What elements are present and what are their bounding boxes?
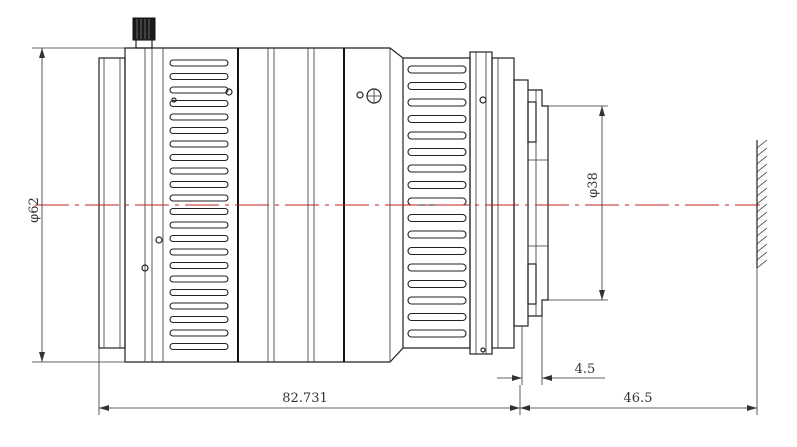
grip-slot: [169, 113, 229, 121]
hatch-line: [756, 163, 768, 173]
body-length-label: 82.731: [282, 391, 328, 406]
grip-slot: [169, 329, 229, 337]
hatch-line: [756, 259, 768, 269]
front-diameter-label: φ62: [27, 197, 42, 223]
iris-ring-grip-slots: [407, 65, 467, 338]
grip-slot: [169, 153, 229, 162]
grip-slot: [169, 126, 229, 135]
grip-slot: [169, 234, 229, 243]
grip-slot: [169, 288, 229, 297]
grip-slot: [407, 329, 467, 338]
grip-slot: [407, 230, 467, 239]
grip-slot: [407, 197, 467, 206]
grip-slot: [169, 140, 229, 148]
grip-slot: [169, 207, 229, 216]
grip-slot: [169, 221, 229, 229]
grip-slot: [169, 86, 229, 94]
hatch-line: [756, 155, 768, 165]
grip-slot: [407, 279, 467, 289]
grip-slot: [169, 315, 229, 324]
grip-slot: [407, 263, 467, 272]
grip-slot: [169, 275, 229, 283]
flange-depth-dimension: 4.5: [497, 316, 605, 385]
hatch-line: [756, 179, 768, 189]
grip-slot: [407, 98, 467, 107]
grip-slot: [407, 81, 467, 91]
grip-slot: [407, 131, 467, 140]
hatch-line: [756, 187, 768, 197]
flange-depth-label: 4.5: [575, 362, 596, 377]
grip-slot: [169, 342, 229, 351]
grip-slot: [407, 164, 467, 173]
grip-slot: [407, 213, 467, 223]
hatch-line: [756, 219, 768, 229]
locking-screw-icon: [132, 17, 156, 49]
grip-slot: [169, 248, 229, 256]
hatch-line: [756, 235, 768, 245]
grip-slot: [407, 147, 467, 157]
hatch-line: [756, 243, 768, 253]
length-dimensions: 82.731 46.5: [98, 268, 758, 415]
grip-slot: [169, 72, 229, 81]
c-mount: [513, 79, 549, 327]
front-diameter-dimension: φ62: [27, 47, 125, 363]
grip-slot: [407, 312, 467, 322]
hatch-line: [756, 251, 768, 261]
grip-slot: [407, 114, 467, 124]
hatch-line: [756, 195, 768, 205]
grip-slot: [169, 194, 229, 202]
mount-diameter-label: φ38: [586, 172, 601, 198]
grip-slot: [407, 296, 467, 305]
hatch-line: [756, 211, 768, 221]
grip-slot: [407, 65, 467, 74]
hatch-line: [756, 171, 768, 181]
grip-slot: [407, 246, 467, 256]
back-focal-label: 46.5: [624, 391, 653, 406]
hatch-line: [756, 147, 768, 157]
hatch-line: [756, 227, 768, 237]
front-filter-ring: [98, 57, 126, 349]
image-plane-hatch: [756, 139, 768, 269]
grip-slot: [169, 261, 229, 270]
mount-diameter-dimension: φ38: [548, 105, 608, 301]
grip-slot: [169, 59, 229, 67]
grip-slot: [169, 167, 229, 175]
grip-slot: [407, 180, 467, 190]
screw-hole-icon: [141, 88, 487, 353]
hatch-line: [756, 139, 768, 149]
hatch-line: [756, 203, 768, 213]
rear-barrel: [469, 51, 515, 355]
grip-slot: [169, 99, 229, 108]
grip-slot: [169, 180, 229, 189]
grip-slot: [169, 302, 229, 310]
focus-ring-grip-slots: [169, 59, 229, 351]
